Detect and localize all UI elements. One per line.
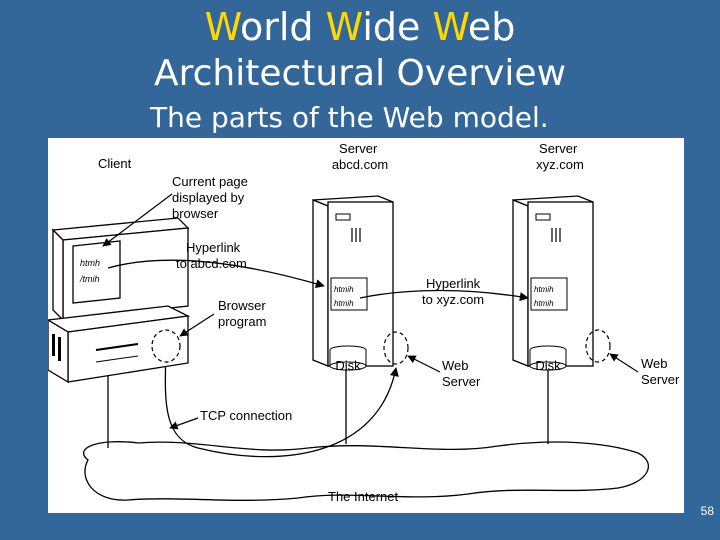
label-client: Client bbox=[98, 156, 132, 171]
arrow-hyperlink-xyz bbox=[359, 289, 529, 302]
label-web-server-1: Web Server bbox=[442, 358, 481, 389]
arrow-web-server-1 bbox=[407, 355, 441, 373]
web-server-2-oval bbox=[585, 329, 611, 363]
label-hyperlink-xyz: Hyperlink to xyz.com bbox=[422, 276, 484, 307]
arrow-current-page bbox=[102, 193, 173, 247]
title-letter-w2: W bbox=[325, 5, 363, 49]
title-line-1: World Wide Web bbox=[0, 4, 720, 50]
web-server-1-oval bbox=[383, 331, 409, 365]
tcp-connection-path bbox=[164, 339, 399, 458]
page-number: 58 bbox=[700, 504, 714, 518]
label-current-page: Current page displayed by browser bbox=[172, 174, 252, 221]
browser-program-oval bbox=[151, 329, 181, 363]
svg-text:htmih: htmih bbox=[534, 285, 554, 294]
internet-cloud bbox=[82, 441, 650, 501]
title-line-2: Architectural Overview bbox=[153, 53, 567, 94]
arrow-web-server-2 bbox=[609, 353, 639, 373]
arrow-tcp-connection bbox=[169, 417, 199, 430]
diagram-svg: htmh /tmih htmih htmih bbox=[46, 141, 680, 504]
label-disk-1: Disk bbox=[335, 358, 361, 373]
label-hyperlink-abcd: Hyperlink to abcd.com bbox=[176, 240, 247, 271]
client-computer: htmh /tmih bbox=[46, 217, 191, 384]
title-text-eb: eb bbox=[467, 5, 516, 49]
label-disk-2: Disk bbox=[535, 358, 561, 373]
slide-subtitle: The parts of the Web model. bbox=[150, 101, 549, 134]
arrow-hyperlink-abcd bbox=[107, 259, 325, 289]
label-browser-program: Browser program bbox=[218, 298, 269, 329]
title-text-orld: orld bbox=[239, 5, 326, 49]
svg-text:htmh: htmh bbox=[80, 258, 100, 268]
title-text-ide: ide bbox=[362, 5, 433, 49]
label-internet: The Internet bbox=[328, 489, 398, 504]
svg-text:htmih: htmih bbox=[334, 299, 354, 308]
svg-text:/tmih: /tmih bbox=[79, 274, 100, 284]
server-xyz: htmih htmih bbox=[512, 195, 611, 371]
label-server-xyz: Server xyz.com bbox=[536, 141, 584, 172]
title-letter-w3: W bbox=[432, 5, 468, 49]
svg-text:htmih: htmih bbox=[534, 299, 554, 308]
label-server-abcd: Server abcd.com bbox=[332, 141, 388, 172]
server-abcd: htmih htmih bbox=[312, 195, 409, 371]
svg-text:htmih: htmih bbox=[334, 285, 354, 294]
title-letter-w1: W bbox=[204, 5, 240, 49]
web-model-diagram: htmh /tmih htmih htmih bbox=[46, 138, 684, 513]
arrow-browser-program bbox=[179, 313, 215, 337]
label-tcp-connection: TCP connection bbox=[200, 408, 292, 423]
label-web-server-2: Web Server bbox=[641, 356, 680, 387]
